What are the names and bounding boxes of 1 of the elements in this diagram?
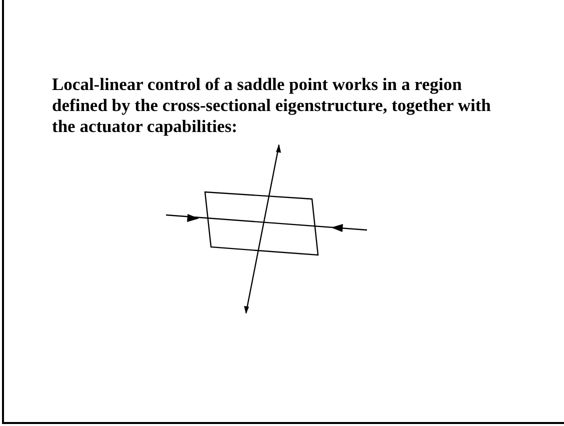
slide-title: Local-linear control of a saddle point works in a region defined by the cross-sectional eigenstructure, together with the actuator capabilities: [52, 74, 492, 137]
